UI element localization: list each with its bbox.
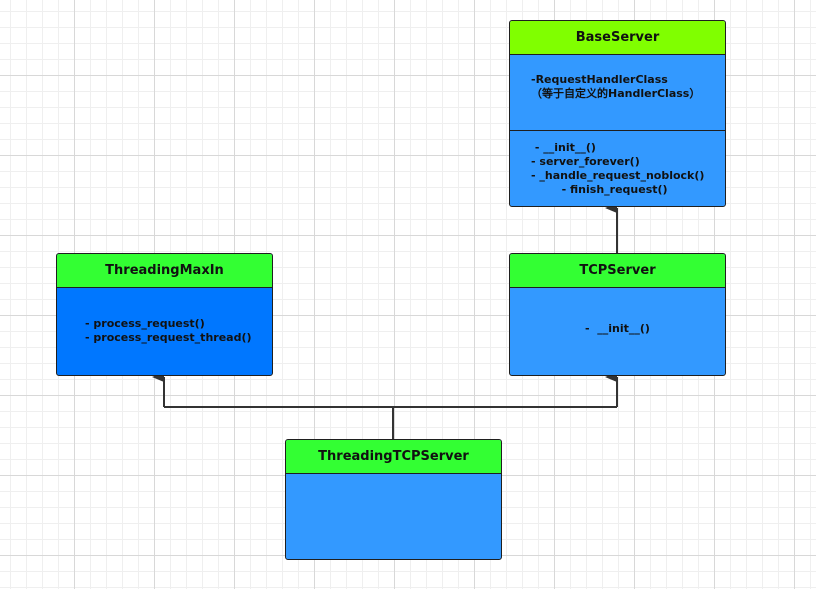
operation-line: - process_request() bbox=[85, 317, 205, 330]
operation-line: - server_forever() bbox=[531, 155, 640, 168]
class-tcpserver[interactable]: TCPServer - __init__() bbox=[509, 253, 726, 376]
class-baseserver-attributes: -RequestHandlerClass （等于自定义的HandlerClass… bbox=[510, 55, 725, 130]
class-tcpserver-operations: - __init__() bbox=[510, 288, 725, 375]
operation-line: - __init__() bbox=[585, 322, 650, 335]
attribute-line: （等于自定义的HandlerClass） bbox=[531, 87, 701, 100]
operation-line: - process_request_thread() bbox=[85, 331, 252, 344]
class-baseserver-operations: - __init__() - server_forever() - _handl… bbox=[510, 130, 725, 206]
attribute-line: -RequestHandlerClass bbox=[531, 73, 668, 86]
operation-line: - __init__() bbox=[531, 141, 596, 154]
class-baseserver-title: BaseServer bbox=[510, 21, 725, 55]
operation-line: - _handle_request_noblock() bbox=[531, 169, 705, 182]
class-threadingmaxin-operations: - process_request() - process_request_th… bbox=[57, 288, 272, 375]
class-threadingtcpserver-body bbox=[286, 474, 501, 559]
class-threadingmaxin[interactable]: ThreadingMaxIn - process_request() - pro… bbox=[56, 253, 273, 376]
operation-line: - finish_request() bbox=[531, 183, 668, 196]
class-tcpserver-title: TCPServer bbox=[510, 254, 725, 288]
class-threadingmaxin-title: ThreadingMaxIn bbox=[57, 254, 272, 288]
class-baseserver[interactable]: BaseServer -RequestHandlerClass （等于自定义的H… bbox=[509, 20, 726, 207]
class-threadingtcpserver[interactable]: ThreadingTCPServer bbox=[285, 439, 502, 560]
class-threadingtcpserver-title: ThreadingTCPServer bbox=[286, 440, 501, 474]
